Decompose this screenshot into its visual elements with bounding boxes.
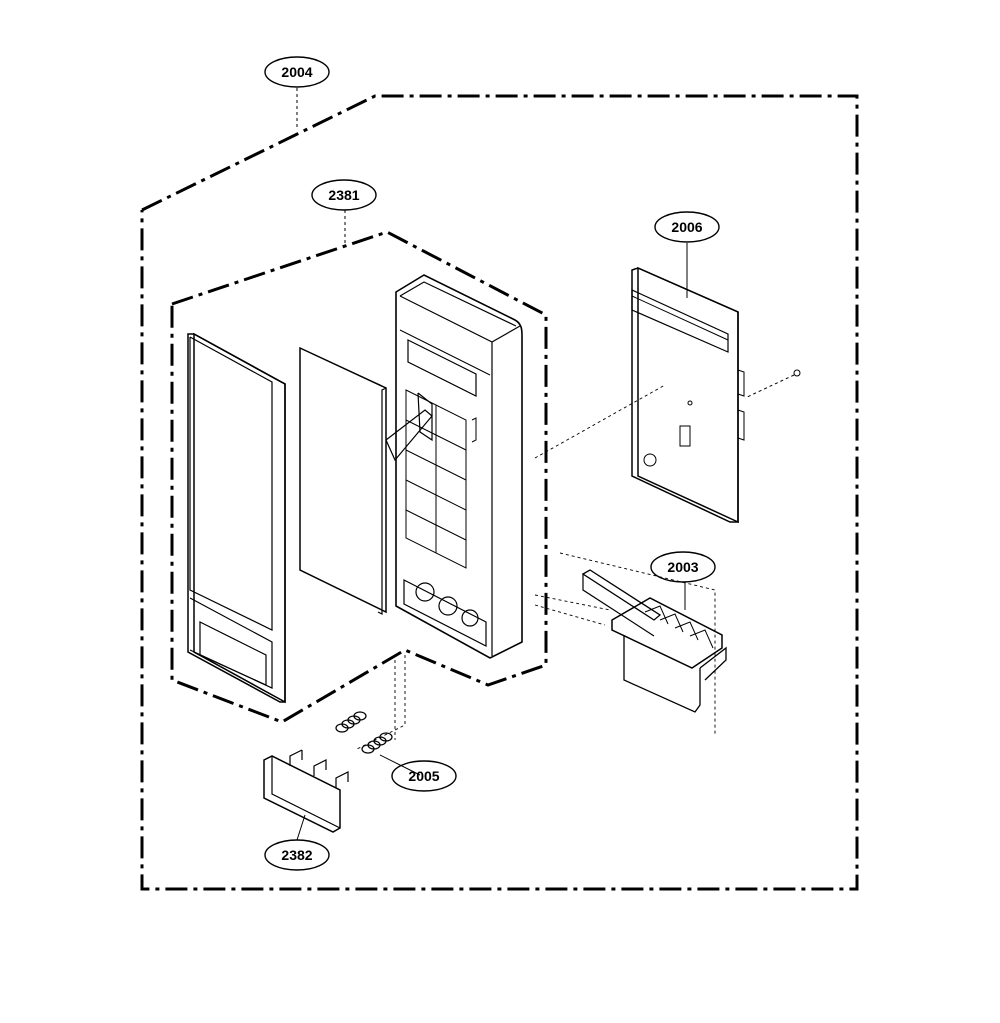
callout-2003: 2003	[650, 551, 716, 583]
callout-2003-label: 2003	[667, 559, 698, 575]
leader-2005	[379, 754, 421, 776]
callout-2382: 2382	[264, 839, 330, 871]
push-button	[263, 749, 349, 833]
screw	[744, 369, 801, 399]
alignment-line-pcb	[534, 384, 666, 459]
leader-2382	[296, 814, 306, 841]
springs	[335, 711, 393, 754]
membrane-sheet	[299, 346, 387, 615]
callout-2004: 2004	[264, 56, 330, 88]
front-plate	[187, 332, 286, 704]
assembly-boundary-2381	[170, 230, 548, 724]
callout-2005: 2005	[391, 760, 457, 792]
callout-2381-label: 2381	[328, 187, 359, 203]
pcb-board	[631, 266, 745, 524]
callout-2382-label: 2382	[281, 847, 312, 863]
alignment-line-latch-3	[534, 604, 606, 626]
assembly-boundary-2004	[140, 94, 859, 891]
latch-lever	[581, 569, 727, 713]
alignment-line-latch-2	[534, 594, 611, 611]
callout-2006: 2006	[654, 211, 720, 243]
callout-2381: 2381	[311, 179, 377, 211]
callout-2004-label: 2004	[281, 64, 312, 80]
control-panel-housing	[385, 274, 523, 659]
callout-2005-label: 2005	[408, 768, 439, 784]
callout-2006-label: 2006	[671, 219, 702, 235]
